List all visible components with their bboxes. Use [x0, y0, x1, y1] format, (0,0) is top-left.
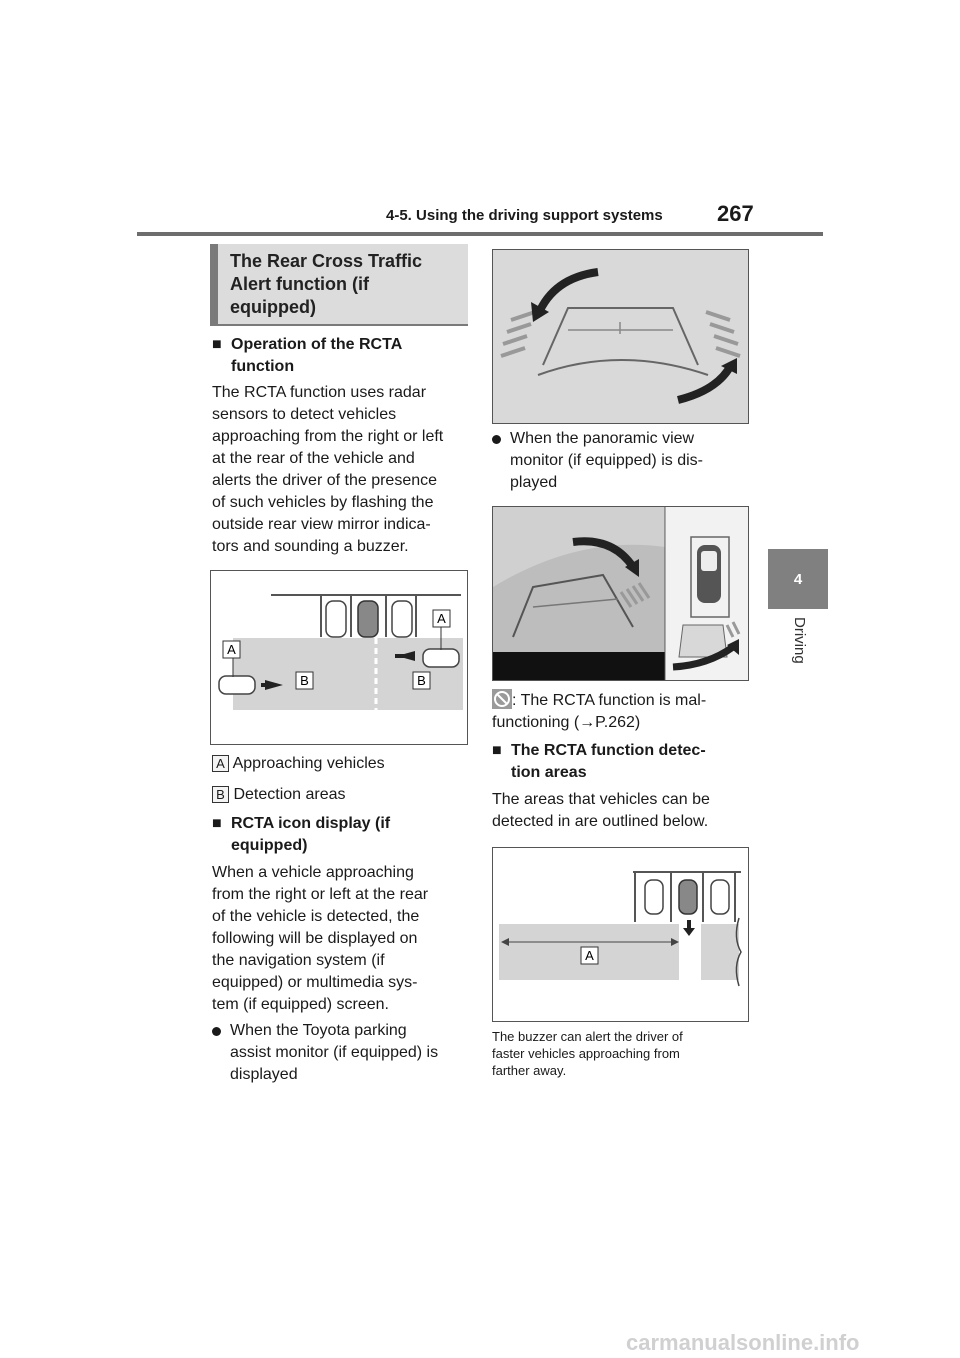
detection-areas-svg: A	[499, 871, 742, 987]
fig1-label-a-left: A	[227, 642, 236, 657]
chapter-label: Driving	[791, 617, 808, 664]
fig1-label-b-right: B	[417, 673, 426, 688]
parking-diagram-svg: A A B B	[218, 594, 463, 710]
fig4-label-a: A	[585, 948, 594, 963]
subheading-detection-areas: ■ The RCTA function detec- tion areas	[492, 742, 706, 781]
panoramic-view-svg	[493, 507, 748, 680]
running-header-title: 4-5. Using the driving support systems	[386, 207, 663, 224]
chapter-tab: 4	[768, 549, 828, 609]
fig1-label-b-left: B	[300, 673, 309, 688]
panoramic-view-figure	[492, 506, 749, 681]
section-title: The Rear Cross Traffic Alert function (i…	[230, 251, 423, 317]
buzzer-note: The buzzer can alert the driver of faste…	[492, 1029, 683, 1078]
legend-a: A Approaching vehicles	[212, 753, 472, 775]
rcta-malfunction-icon	[492, 689, 512, 709]
bullet-dot	[212, 1027, 221, 1036]
rear-camera-view-svg	[500, 268, 741, 404]
parking-diagram: A A B B	[210, 570, 468, 745]
legend-b: B Detection areas	[212, 784, 472, 806]
paragraph-icon-display: When a vehicle approaching from the righ…	[212, 864, 429, 1013]
rear-camera-view-figure	[492, 249, 749, 424]
bullet-dot	[492, 435, 501, 444]
header-rule	[137, 232, 823, 236]
subheading-icon-display: ■ RCTA icon display (if equipped)	[212, 815, 391, 854]
page-number: 267	[717, 201, 754, 226]
bullet-parking-assist: When the Toyota parking assist monitor (…	[212, 1020, 474, 1090]
watermark: carmanualsonline.info	[626, 1330, 860, 1355]
detection-areas-figure: A	[492, 847, 749, 1022]
paragraph-detection-areas: The areas that vehicles can be detected …	[492, 791, 710, 830]
fig1-label-a-right: A	[437, 611, 446, 626]
paragraph-operation: The RCTA function uses radar sensors to …	[212, 384, 444, 555]
bullet-panoramic: When the panoramic view monitor (if equi…	[492, 428, 754, 498]
malfunction-note: : The RCTA function is mal- functioning …	[492, 689, 754, 734]
subheading-operation: ■ Operation of the RCTA function	[212, 336, 403, 375]
section-title-box: The Rear Cross Traffic Alert function (i…	[210, 244, 468, 326]
